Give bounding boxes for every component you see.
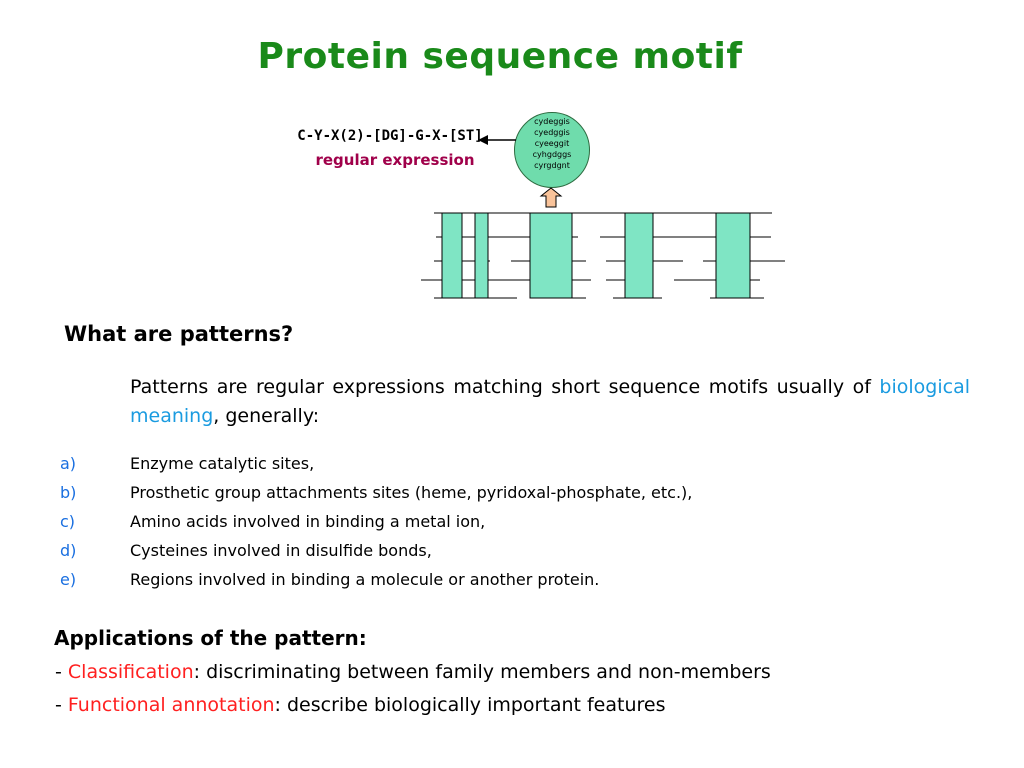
conserved-blocks — [441, 212, 751, 299]
applications-heading: Applications of the pattern: — [54, 626, 367, 650]
list-item: a) Enzyme catalytic sites, — [58, 452, 958, 481]
conserved-block — [441, 212, 463, 299]
application-item-classification: - Classification: discriminating between… — [55, 661, 771, 683]
conserved-block — [624, 212, 654, 299]
patterns-description: Patterns are regular expressions matchin… — [130, 373, 970, 431]
list-marker: d) — [60, 541, 77, 560]
application-term: Classification — [67, 661, 194, 683]
regex-pattern: C-Y-X(2)-[DG]-G-X-[ST] — [297, 128, 483, 144]
application-dash: - — [55, 661, 68, 683]
biological-meaning-highlight: biological meaning — [130, 376, 970, 427]
list-item: b) Prosthetic group attachments sites (h… — [58, 481, 958, 510]
list-text: Cysteines involved in disulfide bonds, — [130, 541, 432, 560]
list-text: Prosthetic group attachments sites (heme… — [130, 483, 693, 502]
list-item: d) Cysteines involved in disulfide bonds… — [58, 539, 958, 568]
list-text: Amino acids involved in binding a metal … — [130, 512, 486, 531]
application-description: : discriminating between family members … — [193, 661, 771, 683]
up-arrow-icon — [539, 187, 563, 208]
list-marker: e) — [60, 570, 77, 589]
regex-caption: regular expression — [315, 151, 475, 169]
alignment-diagram — [421, 135, 785, 299]
left-arrow-icon — [478, 135, 516, 145]
sequence-item: cyeeggit — [534, 139, 570, 148]
sequence-item: cydeggis — [534, 117, 570, 126]
list-text: Regions involved in binding a molecule o… — [130, 570, 600, 589]
para-end: , generally: — [213, 405, 320, 427]
patterns-heading: What are patterns? — [64, 322, 294, 346]
sequence-item: cyedggis — [534, 128, 570, 137]
application-description: : describe biologically important featur… — [274, 694, 666, 716]
list-text: Enzyme catalytic sites, — [130, 454, 315, 473]
sequence-item: cyhgdggs — [532, 150, 572, 159]
para-start: Patterns are regular expressions matchin… — [130, 376, 880, 398]
application-dash: - — [55, 694, 68, 716]
pattern-list: a) Enzyme catalytic sites, b) Prosthetic… — [58, 452, 958, 597]
list-item: c) Amino acids involved in binding a met… — [58, 510, 958, 539]
conserved-block — [715, 212, 751, 299]
conserved-block — [529, 212, 573, 299]
application-item-functional-annotation: - Functional annotation: describe biolog… — [55, 694, 666, 716]
page-title: Protein sequence motif — [257, 36, 743, 77]
sequence-item: cyrgdgnt — [534, 161, 570, 170]
application-term: Functional annotation — [67, 694, 275, 716]
list-item: e) Regions involved in binding a molecul… — [58, 568, 958, 597]
sequence-circle: cydeggis cyedggis cyeeggit cyhgdggs cyrg… — [514, 112, 590, 188]
conserved-block — [474, 212, 489, 299]
list-marker: c) — [60, 512, 76, 531]
list-marker: a) — [60, 454, 77, 473]
list-marker: b) — [60, 483, 77, 502]
